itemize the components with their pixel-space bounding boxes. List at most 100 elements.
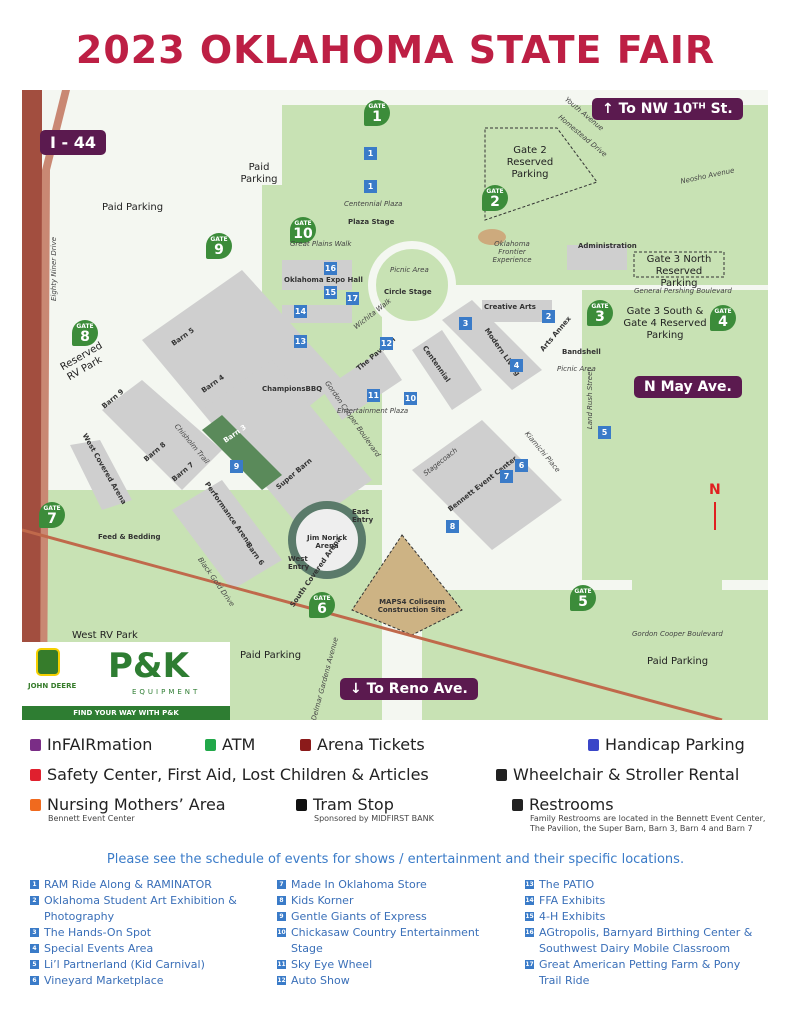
legend-atm: ATM: [205, 735, 255, 754]
label-jim-norick: Jim Norick Arena: [306, 534, 348, 550]
label-creative-arts: Creative Arts: [484, 303, 536, 311]
label-champions-bbq: ChampionsBBQ: [262, 385, 323, 393]
atm-icon: [205, 739, 216, 751]
location-marker-1b[interactable]: 1: [364, 180, 377, 193]
label-plaza-stage: Plaza Stage: [348, 218, 395, 226]
tram-stop-icon: [296, 799, 307, 811]
label-west-rv: West RV Park: [72, 630, 138, 641]
sign-n-may-ave: N May Ave.: [634, 376, 742, 398]
location-marker-4[interactable]: 4: [510, 359, 523, 372]
location-marker-1[interactable]: 1: [364, 147, 377, 160]
label-paid-parking-se: Paid Parking: [647, 656, 709, 667]
location-marker-13[interactable]: 13: [294, 335, 307, 348]
sign-to-reno-ave: ↓ To Reno Ave.: [340, 678, 478, 700]
fairgrounds-map[interactable]: I - 44 ↑ To NW 10ᵀᴴ St. N May Ave. ↓ To …: [22, 90, 768, 720]
label-circle-stage: Circle Stage: [384, 288, 432, 296]
location-marker-5[interactable]: 5: [598, 426, 611, 439]
sponsor-tagline: FIND YOUR WAY WITH P&K: [22, 706, 230, 720]
location-marker-16[interactable]: 16: [324, 262, 337, 275]
label-gate3-north: Gate 3 North Reserved Parking: [646, 254, 712, 289]
label-gate3-south: Gate 3 South & Gate 4 Reserved Parking: [623, 306, 707, 341]
label-east-entry: East Entry: [352, 508, 374, 524]
location-marker-3[interactable]: 3: [459, 317, 472, 330]
page-title: 2023 OKLAHOMA STATE FAIR: [75, 28, 716, 72]
location-marker-9[interactable]: 9: [230, 460, 243, 473]
label-great-plains-walk: Great Plains Walk: [290, 240, 352, 248]
label-entertainment-plaza: Entertainment Plaza: [337, 407, 409, 415]
legend-arena-tickets: Arena Tickets: [300, 735, 425, 754]
legend-safety: Safety Center, First Aid, Lost Children …: [30, 765, 429, 784]
legend-info: InFAIRmation: [30, 735, 152, 754]
restroom-icon: [512, 799, 523, 811]
legend-wheelchair: Wheelchair & Stroller Rental: [496, 765, 739, 784]
label-eighty-niner: Eighty Niner Drive: [50, 236, 59, 302]
location-marker-15[interactable]: 15: [324, 286, 337, 299]
location-marker-10[interactable]: 10: [404, 392, 417, 405]
location-marker-6[interactable]: 6: [515, 459, 528, 472]
label-expo-hall: Oklahoma Expo Hall: [284, 276, 363, 284]
john-deere-logo-icon: [36, 648, 60, 676]
label-picnic-area-2: Picnic Area: [557, 365, 596, 373]
label-picnic-area: Picnic Area: [390, 266, 429, 274]
location-marker-14[interactable]: 14: [294, 305, 307, 318]
label-centennial-plaza: Centennial Plaza: [344, 200, 403, 208]
label-feed-bedding: Feed & Bedding: [98, 533, 161, 541]
sign-i44: I - 44: [40, 130, 106, 155]
ticket-icon: [300, 739, 311, 751]
label-land-rush: Land Rush Street: [586, 368, 595, 430]
john-deere-text: JOHN DEERE: [28, 682, 77, 690]
label-gate2-reserved: Gate 2 Reserved Parking: [506, 145, 554, 180]
label-frontier: Oklahoma Frontier Experience: [492, 240, 532, 264]
info-icon: [30, 739, 41, 751]
label-paid-parking-sw: Paid Parking: [240, 650, 302, 661]
location-marker-17[interactable]: 17: [346, 292, 359, 305]
north-arrow-label: N: [709, 482, 721, 498]
location-marker-2[interactable]: 2: [542, 310, 555, 323]
label-paid-parking-n: Paid Parking: [240, 162, 278, 185]
legend-handicap: Handicap Parking: [588, 735, 745, 754]
location-marker-11[interactable]: 11: [367, 389, 380, 402]
handicap-icon: [588, 739, 599, 751]
map-background: [22, 90, 768, 720]
label-bandshell: Bandshell: [562, 348, 601, 356]
label-paid-parking-nw: Paid Parking: [102, 202, 164, 213]
first-aid-icon: [30, 769, 41, 781]
label-gordon-cooper-2: Gordon Cooper Boulevard: [632, 630, 723, 638]
label-administration: Administration: [578, 242, 637, 250]
north-arrow-icon: [714, 502, 716, 530]
location-marker-8[interactable]: 8: [446, 520, 459, 533]
location-marker-12[interactable]: 12: [380, 337, 393, 350]
label-gen-pershing: General Pershing Boulevard: [634, 287, 732, 295]
location-marker-7[interactable]: 7: [500, 470, 513, 483]
sponsor-banner: JOHN DEERE P&K EQUIPMENT FIND YOUR WAY W…: [22, 642, 230, 720]
